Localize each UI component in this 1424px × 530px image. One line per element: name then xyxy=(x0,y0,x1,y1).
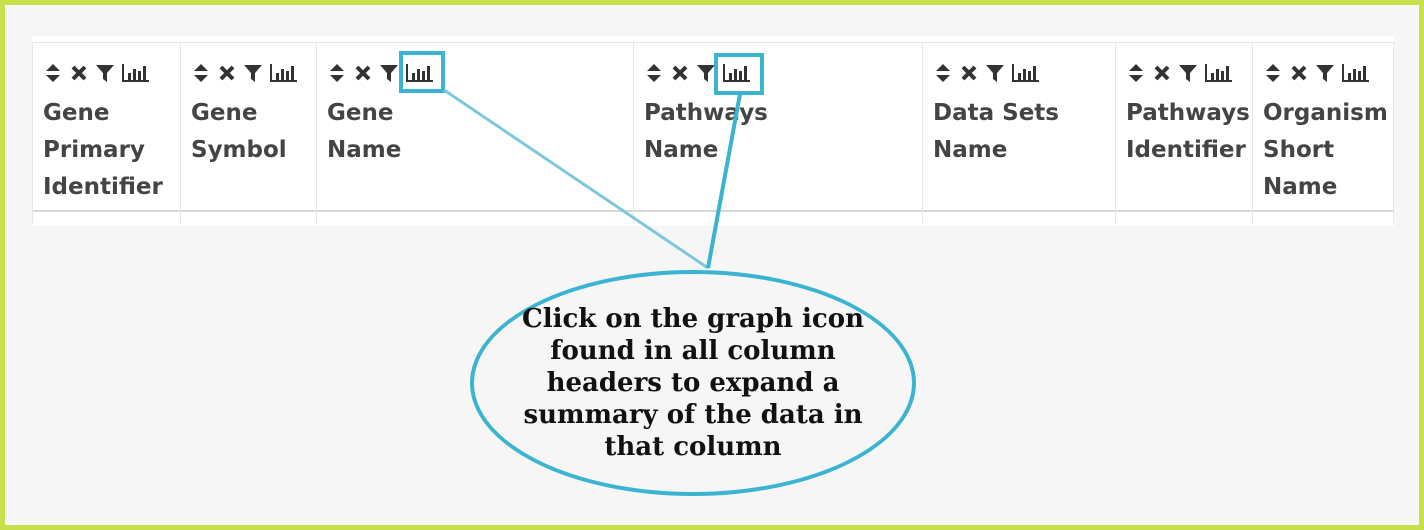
graph-summary-icon[interactable] xyxy=(405,63,435,83)
remove-column-icon[interactable] xyxy=(670,63,690,83)
remove-column-icon[interactable] xyxy=(353,63,373,83)
pointer-line-pathways-name xyxy=(706,93,742,269)
remove-column-icon[interactable] xyxy=(217,63,237,83)
graph-summary-icon[interactable] xyxy=(1341,63,1371,83)
results-table: Gene Primary Identifier Gene Symbol Gene… xyxy=(32,36,1394,226)
column-header-organism-short-name: Organism Short Name xyxy=(1252,43,1394,223)
column-header-pathways-name: Pathways Name xyxy=(633,43,922,223)
column-controls xyxy=(644,63,752,83)
filter-icon[interactable] xyxy=(985,63,1005,83)
column-controls xyxy=(1263,63,1371,83)
filter-icon[interactable] xyxy=(696,63,716,83)
graph-summary-icon[interactable] xyxy=(1204,63,1234,83)
column-title: Pathways Name xyxy=(644,100,768,163)
column-header-pathways-identifier: Pathways Identifier xyxy=(1115,43,1252,223)
column-title: Gene Name xyxy=(327,100,402,163)
sort-icon[interactable] xyxy=(1263,63,1283,83)
callout-text: Click on the graph icon found in all col… xyxy=(522,304,864,462)
column-header-gene-name: Gene Name xyxy=(316,43,633,223)
column-header-gene-symbol: Gene Symbol xyxy=(180,43,316,223)
column-title: Gene Primary Identifier xyxy=(43,100,163,200)
filter-icon[interactable] xyxy=(1315,63,1335,83)
column-controls xyxy=(1126,63,1234,83)
column-controls xyxy=(327,63,435,83)
remove-column-icon[interactable] xyxy=(1289,63,1309,83)
filter-icon[interactable] xyxy=(379,63,399,83)
column-title: Gene Symbol xyxy=(191,100,287,163)
sort-icon[interactable] xyxy=(933,63,953,83)
table-header-row: Gene Primary Identifier Gene Symbol Gene… xyxy=(32,42,1394,223)
column-controls xyxy=(43,63,151,83)
remove-column-icon[interactable] xyxy=(69,63,89,83)
sort-icon[interactable] xyxy=(191,63,211,83)
column-title: Data Sets Name xyxy=(933,100,1059,163)
graph-summary-icon[interactable] xyxy=(722,63,752,83)
callout-bubble: Click on the graph icon found in all col… xyxy=(470,270,916,496)
column-header-gene-primary-identifier: Gene Primary Identifier xyxy=(32,43,180,223)
sort-icon[interactable] xyxy=(327,63,347,83)
remove-column-icon[interactable] xyxy=(1152,63,1172,83)
column-title: Organism Short Name xyxy=(1263,100,1388,200)
column-header-data-sets-name: Data Sets Name xyxy=(922,43,1115,223)
remove-column-icon[interactable] xyxy=(959,63,979,83)
column-title: Pathways Identifier xyxy=(1126,100,1250,163)
pointer-line-gene-name xyxy=(443,88,709,270)
filter-icon[interactable] xyxy=(1178,63,1198,83)
sort-icon[interactable] xyxy=(43,63,63,83)
filter-icon[interactable] xyxy=(243,63,263,83)
highlight-box-gene-name-graph xyxy=(399,51,445,93)
column-controls xyxy=(191,63,299,83)
graph-summary-icon[interactable] xyxy=(1011,63,1041,83)
sort-icon[interactable] xyxy=(644,63,664,83)
graph-summary-icon[interactable] xyxy=(121,63,151,83)
filter-icon[interactable] xyxy=(95,63,115,83)
graph-summary-icon[interactable] xyxy=(269,63,299,83)
column-controls xyxy=(933,63,1041,83)
highlight-box-pathways-name-graph xyxy=(714,53,764,95)
sort-icon[interactable] xyxy=(1126,63,1146,83)
